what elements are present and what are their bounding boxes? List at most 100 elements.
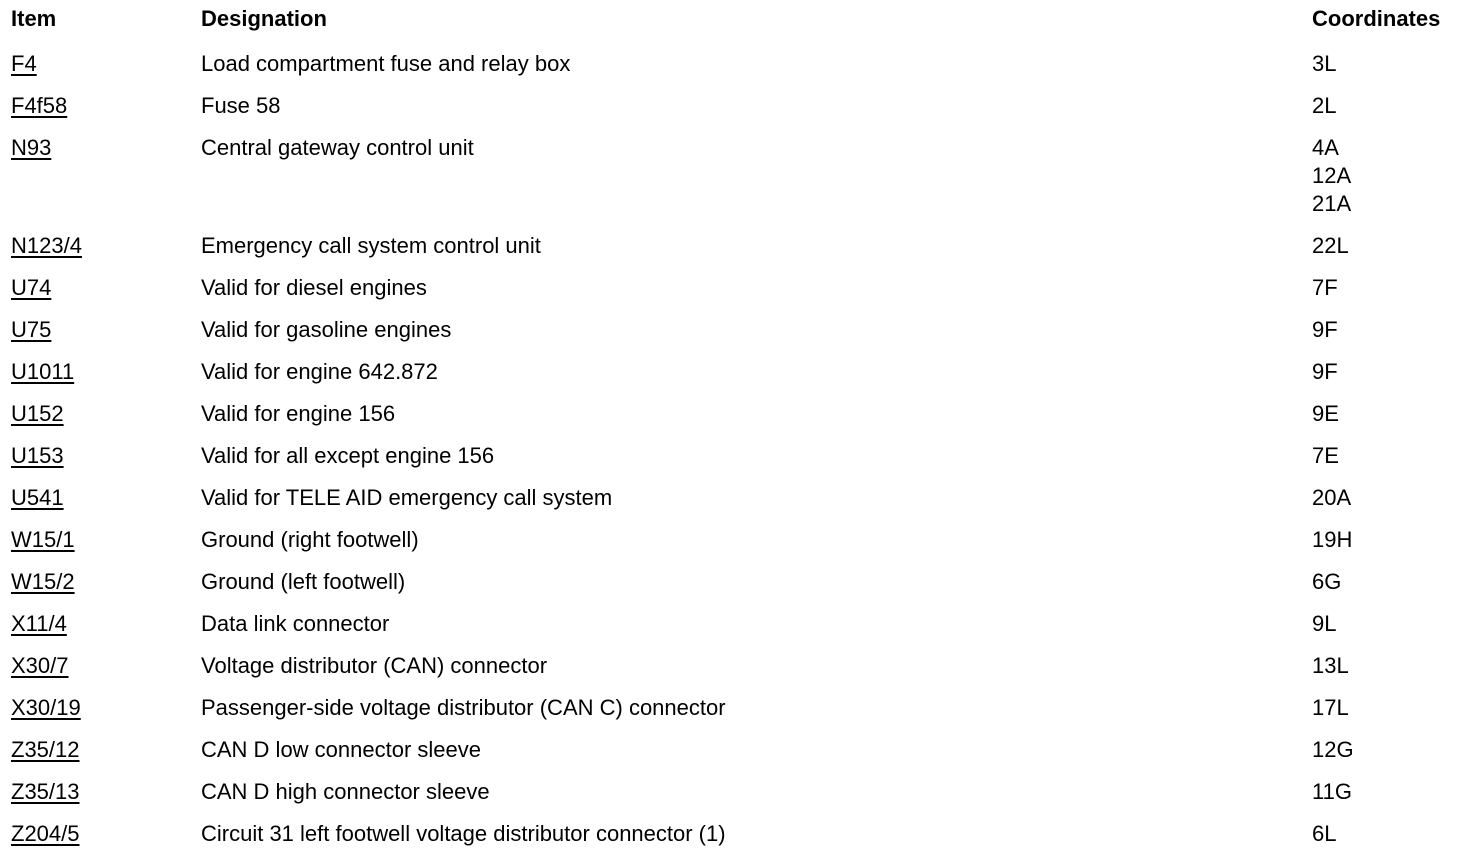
coordinates-cell: 11G [1312,771,1472,813]
item-link[interactable]: U1011 [11,359,75,384]
designation-cell: Data link connector [201,611,390,636]
designation-cell: Circuit 31 left footwell voltage distrib… [201,821,726,846]
coordinates-cell: 7E [1312,435,1472,477]
item-link[interactable]: F4f58 [11,93,68,118]
coordinate-value: 9F [1312,317,1338,342]
table-row: X30/19 Passenger-side voltage distributor… [0,687,1472,729]
item-cell: X30/19 [0,687,201,729]
coordinate-value: 13L [1312,653,1349,678]
table-row: U75 Valid for gasoline engines 9F [0,309,1472,351]
coordinate-value: 22L [1312,233,1349,258]
table-row: X11/4 Data link connector 9L [0,603,1472,645]
item-cell: W15/2 [0,561,201,603]
item-link[interactable]: Z35/13 [11,779,80,804]
item-cell: U74 [0,267,201,309]
designation-cell: Ground (left footwell) [201,569,406,594]
item-cell: U152 [0,393,201,435]
coordinates-cell: 7F [1312,267,1472,309]
coordinate-value: 6L [1312,821,1337,846]
item-link[interactable]: N93 [11,135,52,160]
coordinate-value: 12A [1312,163,1352,188]
designation-cell: Valid for engine 642.872 [201,359,438,384]
coordinates-cell: 13L [1312,645,1472,687]
coordinate-value: 7E [1312,443,1339,468]
item-link[interactable]: W15/2 [11,569,75,594]
item-link[interactable]: U153 [11,443,64,468]
table-row: U1011 Valid for engine 642.872 9F [0,351,1472,393]
item-link[interactable]: X11/4 [11,611,67,636]
designation-cell: Load compartment fuse and relay box [201,51,571,76]
coordinate-value: 19H [1312,527,1353,552]
item-link[interactable]: W15/1 [11,527,75,552]
item-link[interactable]: U75 [11,317,52,342]
table-row: Z35/12 CAN D low connector sleeve 12G [0,729,1472,771]
item-cell: N93 [0,127,201,225]
item-link[interactable]: Z204/5 [11,821,80,846]
coordinate-value: 21A [1312,191,1352,216]
coordinates-cell: 9E [1312,393,1472,435]
item-cell: U1011 [0,351,201,393]
coordinates-cell: 22L [1312,225,1472,267]
item-link[interactable]: X30/19 [11,695,81,720]
table-row: Z204/5 Circuit 31 left footwell voltage d… [0,813,1472,855]
designation-cell: Central gateway control unit [201,135,474,160]
designation-cell: Voltage distributor (CAN) connector [201,653,548,678]
coordinate-value: 3L [1312,51,1337,76]
coordinate-value: 12G [1312,737,1354,762]
coordinates-cell: 20A [1312,477,1472,519]
item-link[interactable]: U541 [11,485,64,510]
item-cell: X30/7 [0,645,201,687]
coordinate-value: 7F [1312,275,1338,300]
item-link[interactable]: Z35/12 [11,737,80,762]
item-cell: Z204/5 [0,813,201,855]
table-row: X30/7 Voltage distributor (CAN) connector… [0,645,1472,687]
coordinate-value: 4A [1312,135,1339,160]
table-header: Item Designation Coordinates [0,0,1472,43]
coordinate-value: 20A [1312,485,1352,510]
designation-cell: Valid for engine 156 [201,401,396,426]
item-cell: F4f58 [0,85,201,127]
coordinates-cell: 6L [1312,813,1472,855]
item-link[interactable]: U152 [11,401,64,426]
header-designation: Designation [201,6,327,31]
coordinate-value: 2L [1312,93,1337,118]
item-cell: W15/1 [0,519,201,561]
designation-cell: Ground (right footwell) [201,527,419,552]
item-cell: Z35/13 [0,771,201,813]
table-row: U152 Valid for engine 156 9E [0,393,1472,435]
coordinate-value: 17L [1312,695,1349,720]
designation-cell: Valid for diesel engines [201,275,427,300]
coordinate-value: 6G [1312,569,1342,594]
coordinates-cell: 9F [1312,309,1472,351]
table-row: N93 Central gateway control unit 4A 12A 21A [0,127,1472,225]
coordinate-value: 9F [1312,359,1338,384]
designation-cell: Emergency call system control unit [201,233,541,258]
table-row: F4 Load compartment fuse and relay box 3L [0,43,1472,85]
coordinates-cell: 2L [1312,85,1472,127]
designation-cell: Valid for TELE AID emergency call system [201,485,613,510]
coordinates-cell: 6G [1312,561,1472,603]
coordinate-value: 11G [1312,779,1352,804]
item-cell: X11/4 [0,603,201,645]
designation-cell: Valid for gasoline engines [201,317,452,342]
header-coordinates: Coordinates [1312,6,1441,31]
coordinates-cell: 17L [1312,687,1472,729]
coordinates-cell: 9F [1312,351,1472,393]
item-link[interactable]: F4 [11,51,37,76]
item-cell: U153 [0,435,201,477]
designation-cell: Valid for all except engine 156 [201,443,495,468]
coordinate-value: 9E [1312,401,1339,426]
coordinates-cell: 9L [1312,603,1472,645]
designation-cell: CAN D low connector sleeve [201,737,482,762]
item-link[interactable]: N123/4 [11,233,82,258]
header-item: Item [11,6,57,31]
item-cell: U75 [0,309,201,351]
designation-cell: Passenger-side voltage distributor (CAN … [201,695,726,720]
coordinates-cell: 19H [1312,519,1472,561]
item-link[interactable]: X30/7 [11,653,69,678]
table-row: W15/1 Ground (right footwell) 19H [0,519,1472,561]
item-link[interactable]: U74 [11,275,52,300]
coordinates-cell: 3L [1312,43,1472,85]
